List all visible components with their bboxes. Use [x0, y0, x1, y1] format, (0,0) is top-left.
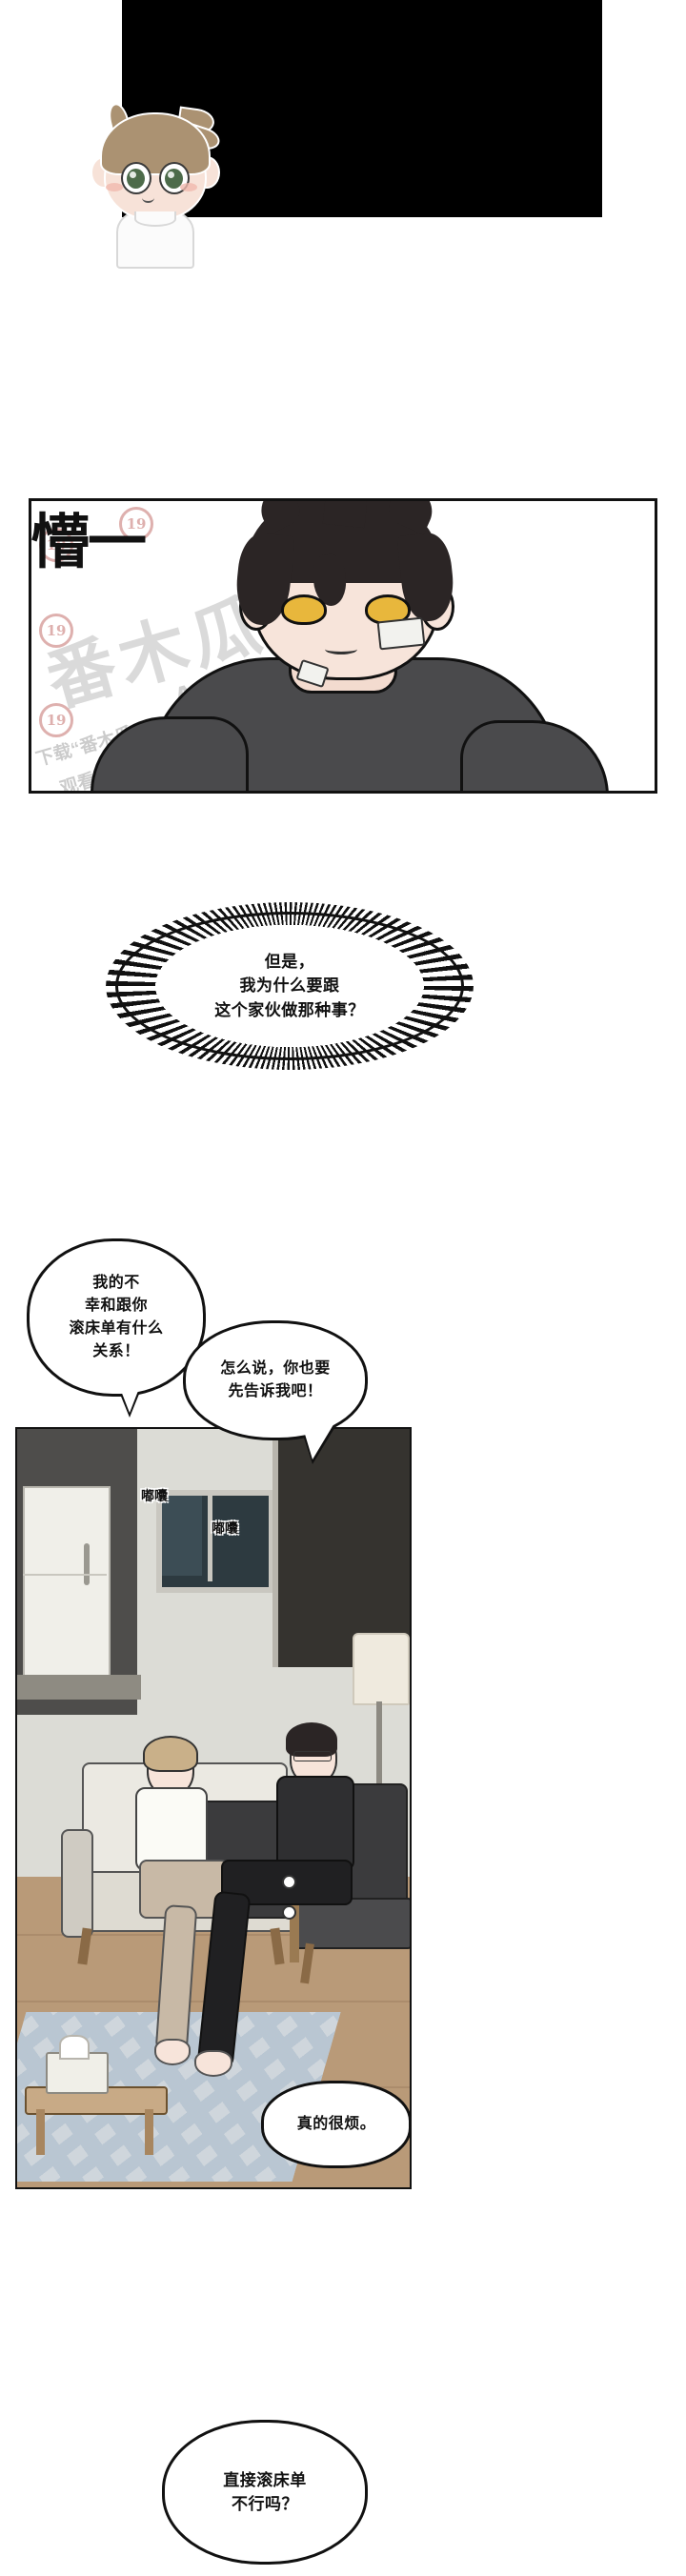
coffee-table-leg-right: [145, 2109, 153, 2155]
chibi-blush-left: [106, 183, 123, 191]
panel-2: 19 19 19 19 19 19 19 番木瓜 APP 下载“番木瓜”APP …: [29, 498, 657, 794]
rating-badge-19: 19: [39, 614, 73, 648]
seated-man-left-shirt: [135, 1787, 208, 1871]
speech-bubble-final: 直接滚床单 不行吗？: [162, 2420, 368, 2565]
panel-1-narration-punct: 。: [343, 6, 363, 26]
rating-badge-19: 19: [39, 528, 73, 562]
window-glass-glint: [162, 1496, 202, 1576]
sfx-mumble-left: 嘟囔: [141, 1488, 168, 1503]
chibi-eye-left: [121, 162, 151, 194]
armchair-seat: [292, 1898, 410, 1949]
seated-man-right-foot: [194, 2050, 232, 2077]
doorway-frame: [272, 1429, 278, 1667]
kitchen-counter: [17, 1675, 141, 1700]
floor-lamp-shade: [353, 1633, 410, 1705]
seated-man-left-hair: [143, 1736, 198, 1772]
panel-1-narration: 不像是完全瞎编的。: [191, 1, 362, 27]
man-eye-left: [281, 594, 327, 625]
sfx-bungy: 懵一: [30, 507, 147, 576]
man-mouth: [325, 644, 357, 654]
chibi-shirt-collar: [134, 211, 176, 227]
fridge-handle: [84, 1543, 90, 1585]
coffee-table-leg-left: [36, 2109, 45, 2155]
speech-bubble-bottom-text: 真的很烦。: [296, 2116, 376, 2132]
speech-bubble-left: 我的不 幸和跟你 滚床单有什么 关系！: [27, 1238, 206, 1397]
seated-man-right-glasses: [293, 1751, 332, 1761]
man-hair-spike-2: [322, 501, 370, 529]
window-mullion: [208, 1490, 212, 1581]
chibi-hair: [100, 112, 211, 175]
panel-1-narration-text: 不像是完全瞎编的: [191, 6, 344, 26]
sofa-arm-left: [61, 1829, 93, 1938]
speech-bubble-bottom: 真的很烦。: [261, 2081, 412, 2168]
armchair-button: [282, 1875, 296, 1889]
chibi-character: [91, 101, 223, 269]
rating-badge-19: 19: [39, 703, 73, 737]
thought-bubble-spikes: [106, 902, 474, 1070]
thought-bubble-text: 但是， 我为什么要跟 这个家伙做那种事？: [214, 952, 365, 1019]
speech-bubble-left-tail: [116, 1379, 143, 1413]
armchair-button: [282, 1905, 296, 1920]
doorway-dark-band: [276, 1429, 410, 1667]
man-shoulder-right: [460, 720, 609, 791]
chibi-pupil-left: [127, 169, 145, 189]
sfx-mumble-right: 嘟囔: [212, 1520, 238, 1536]
panel-3-room-scene: [15, 1427, 412, 2189]
chibi-pupil-right: [165, 169, 183, 189]
chibi-blush-right: [180, 183, 197, 191]
man-figure: [91, 501, 609, 791]
speech-bubble-left-text: 我的不 幸和跟你 滚床单有什么 关系！: [69, 1275, 164, 1359]
speech-bubble-right-text: 怎么说，你也要 先告诉我吧！: [220, 1360, 331, 1399]
thought-bubble-panel-2: 但是， 我为什么要跟 这个家伙做那种事？: [106, 902, 474, 1070]
rating-badge-19: 19: [119, 507, 153, 541]
fridge-cabinet: [23, 1486, 111, 1680]
chibi-mouth: [142, 192, 154, 203]
bandage-cheek: [376, 616, 426, 651]
floor-lamp-pole: [376, 1701, 382, 1854]
speech-bubble-right: 怎么说，你也要 先告诉我吧！: [183, 1320, 368, 1440]
seated-man-left-foot: [154, 2039, 191, 2065]
tissue-sheet: [59, 2035, 90, 2060]
fridge-divider-line: [23, 1574, 107, 1576]
seated-man-right-sweater: [276, 1776, 354, 1871]
speech-bubble-right-tail: [301, 1421, 335, 1459]
speech-bubble-final-text: 直接滚床单 不行吗？: [223, 2470, 307, 2514]
